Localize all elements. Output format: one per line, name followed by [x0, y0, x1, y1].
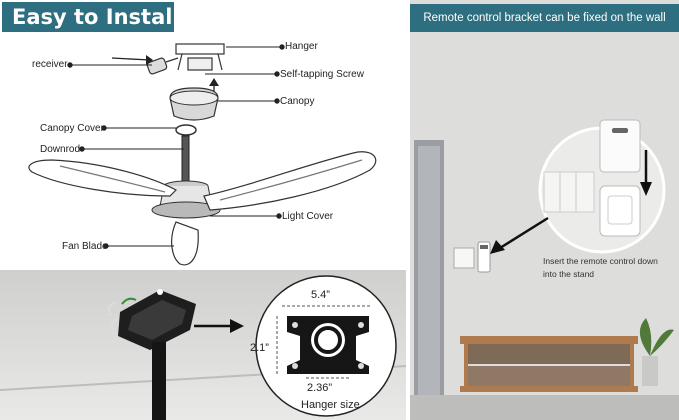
hanger-photo	[0, 270, 406, 420]
installation-diagram: Easy to Install	[0, 0, 406, 268]
remote-instruction-line1: Insert the remote control down	[543, 256, 658, 266]
canopy-part	[169, 87, 219, 121]
tv-cabinet	[460, 336, 638, 392]
plant	[639, 318, 674, 386]
downrod-part	[181, 135, 190, 183]
zoom-content	[543, 119, 641, 237]
label-downrod: Downrod	[40, 144, 81, 155]
dimension-height-left: 2.1”	[250, 342, 269, 354]
room-photo	[410, 32, 679, 420]
label-self-tapping-screw: Self-tapping Screw	[280, 69, 364, 80]
hanger-bracket-detail	[287, 316, 369, 374]
photo-downrod	[152, 342, 166, 420]
fan-exploded-drawing	[28, 43, 377, 266]
canopy-cover-part	[175, 124, 197, 136]
remote-banner: Remote control bracket can be fixed on t…	[410, 4, 679, 32]
remote-bracket-panel: Remote control bracket can be fixed on t…	[410, 0, 679, 420]
arrow-to-remote	[499, 216, 549, 250]
label-canopy-cover: Canopy Cover	[40, 123, 104, 134]
dimension-width-bottom: 2.36”	[307, 382, 333, 394]
hanger-part	[175, 43, 225, 71]
dimension-width-top: 5.4”	[311, 289, 330, 301]
door	[414, 140, 444, 395]
arrow-into-hanger	[111, 57, 151, 61]
hanger-size-caption: Hanger size	[301, 399, 360, 411]
label-light-cover: Light Cover	[282, 211, 334, 222]
receiver-part	[146, 57, 179, 75]
install-title: Easy to Install	[2, 2, 180, 32]
mounted-bracket	[118, 289, 196, 350]
mounted-remote	[477, 241, 491, 273]
label-receiver: receiver	[32, 59, 68, 70]
remote-instruction-line2: into the stand	[543, 269, 595, 279]
label-hanger: Hanger	[285, 41, 318, 52]
label-fan-blade: Fan Blade	[62, 241, 108, 252]
hanger-photo-panel: 5.4” 2.1” 2.36” Hanger size	[0, 270, 406, 420]
fan-blades	[28, 151, 377, 266]
wall-switch	[453, 247, 475, 269]
label-canopy: Canopy	[280, 96, 315, 107]
